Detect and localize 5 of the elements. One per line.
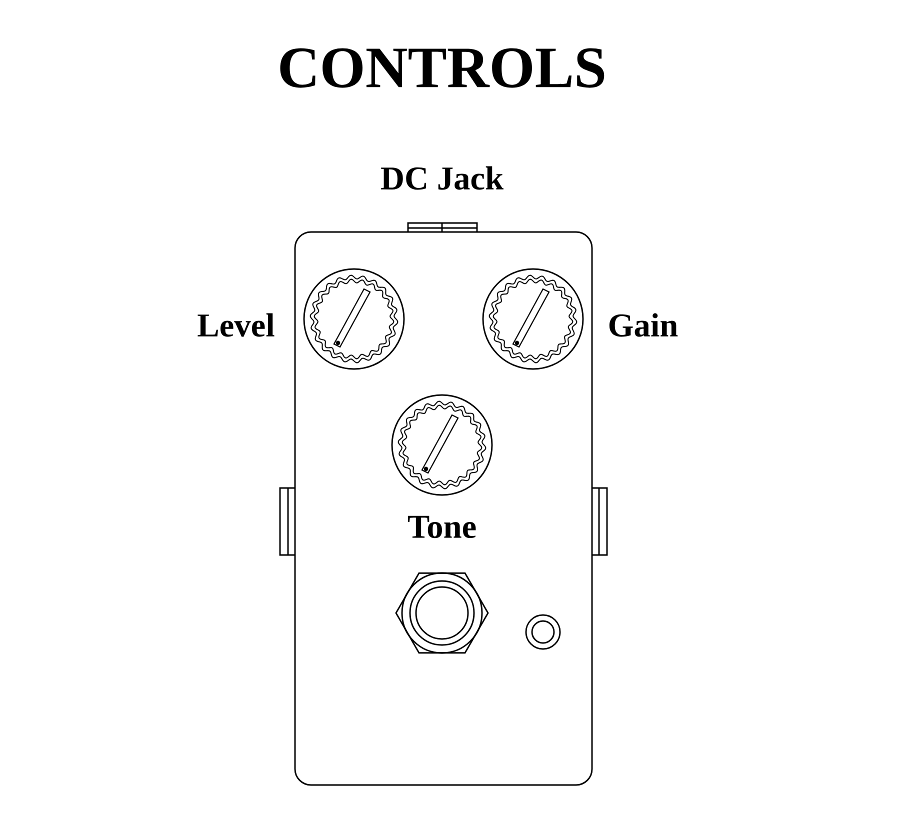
title: CONTROLS [280,48,604,88]
control-label: DC Jack [381,166,504,190]
control-label: Tone [408,516,476,538]
control-label: Gain [609,313,678,337]
control-label: Level [198,313,274,337]
